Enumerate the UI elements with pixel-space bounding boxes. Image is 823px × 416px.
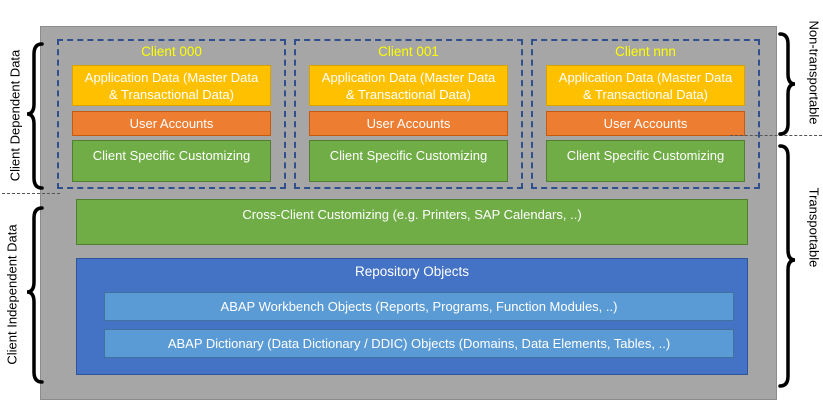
left-brace-icon: [26, 42, 44, 190]
client-specific-customizing-box: Client Specific Customizing: [546, 140, 745, 182]
client-specific-customizing-box: Client Specific Customizing: [72, 140, 271, 182]
non-transportable-label: Non-transportable: [806, 20, 822, 125]
client-title: Client 001: [378, 44, 439, 59]
client-dependency-divider: [2, 193, 60, 194]
client-title: Client 000: [141, 44, 202, 59]
client-frame-nnn: [531, 39, 760, 189]
left-brace-icon: [26, 206, 44, 384]
transportable-label: Transportable: [806, 187, 822, 268]
abap-workbench-objects-box: ABAP Workbench Objects (Reports, Program…: [104, 292, 734, 321]
user-accounts-box: User Accounts: [309, 111, 508, 136]
user-accounts-box: User Accounts: [546, 111, 745, 136]
client-specific-customizing-box: Client Specific Customizing: [309, 140, 508, 182]
user-accounts-box: User Accounts: [72, 111, 271, 136]
client-frame-001: [294, 39, 523, 189]
application-data-box: Application Data (Master Data & Transact…: [546, 65, 745, 106]
abap-dictionary-objects-box: ABAP Dictionary (Data Dictionary / DDIC)…: [104, 329, 734, 358]
client-title: Client nnn: [615, 44, 676, 59]
client-frame-000: [57, 39, 286, 189]
right-brace-icon: [778, 32, 796, 136]
application-data-box: Application Data (Master Data & Transact…: [72, 65, 271, 106]
cross-client-customizing-box: Cross-Client Customizing (e.g. Printers,…: [76, 199, 748, 245]
repository-objects-title: Repository Objects: [354, 264, 470, 279]
client-independent-data-label: Client Independent Data: [4, 224, 20, 365]
right-brace-icon: [778, 144, 796, 388]
client-dependent-data-label: Client Dependent Data: [7, 49, 23, 182]
application-data-box: Application Data (Master Data & Transact…: [309, 65, 508, 106]
transportability-divider: [730, 135, 822, 136]
